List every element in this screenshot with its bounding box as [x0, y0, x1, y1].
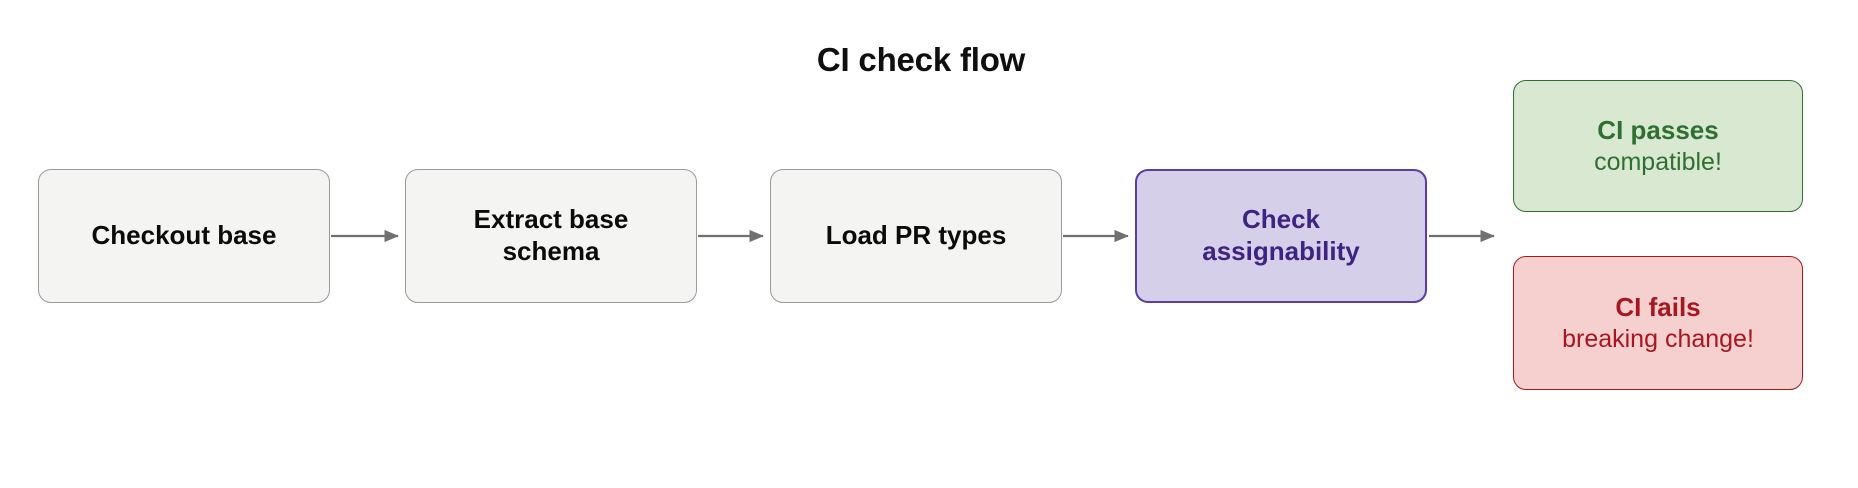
page-title: CI check flow	[0, 40, 1858, 80]
node-ci-fails-label-line2: breaking change!	[1562, 324, 1754, 353]
node-checkout-base[interactable]: Checkout base	[38, 169, 330, 303]
node-load-pr-types-label: Load PR types	[825, 220, 1007, 251]
node-ci-passes-label-line1: CI passes	[1597, 114, 1719, 145]
node-extract-base-schema-label-line1: Extract base	[473, 204, 629, 235]
node-extract-base-schema-label-line2: schema	[502, 236, 600, 266]
node-extract-base-schema[interactable]: Extract base schema	[405, 169, 697, 303]
node-ci-fails-label-line1: CI fails	[1615, 291, 1701, 322]
node-check-assignability[interactable]: Check assignability	[1135, 169, 1427, 303]
node-load-pr-types[interactable]: Load PR types	[770, 169, 1062, 303]
node-ci-passes-label-line2: compatible!	[1594, 147, 1722, 176]
node-checkout-base-label: Checkout base	[91, 220, 277, 251]
node-check-assignability-label-line1: Check	[1241, 204, 1321, 235]
node-check-assignability-label-line2: assignability	[1202, 236, 1360, 266]
node-ci-fails[interactable]: CI fails breaking change!	[1513, 256, 1803, 390]
page-title-text: CI check flow	[816, 41, 1026, 78]
node-ci-passes[interactable]: CI passes compatible!	[1513, 80, 1803, 212]
